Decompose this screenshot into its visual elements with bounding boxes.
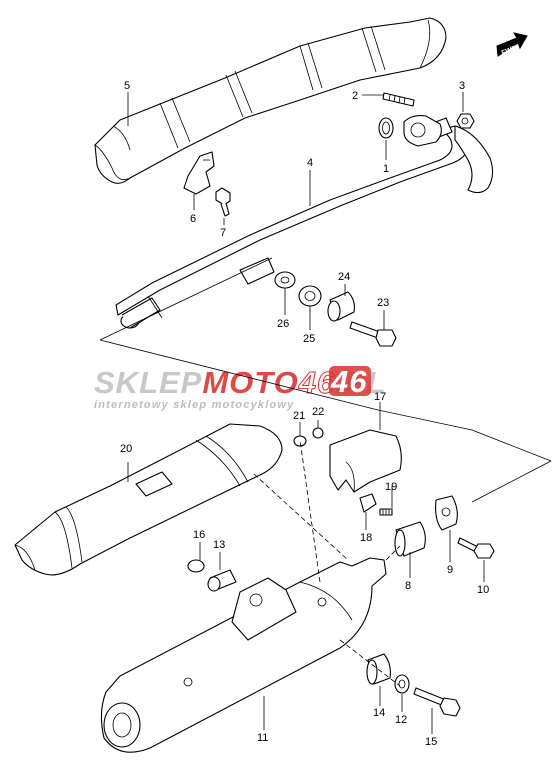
bolt-7 <box>215 187 231 217</box>
washer-21 <box>293 435 307 447</box>
forward-arrow-icon: FWD <box>496 32 528 57</box>
nut-3 <box>456 113 475 129</box>
callout-25: 25 <box>303 333 315 345</box>
callout-7: 7 <box>220 227 226 239</box>
watermark-tagline: internetowy sklep motocyklowy <box>94 399 294 411</box>
bolt-13 <box>207 569 237 592</box>
callout-23: 23 <box>377 297 389 309</box>
callout-9: 9 <box>447 564 453 576</box>
collar-24 <box>327 291 355 322</box>
gasket-1 <box>378 117 394 139</box>
callout-8: 8 <box>405 580 411 592</box>
grommet-14 <box>366 653 391 685</box>
callout-24: 24 <box>338 271 350 283</box>
callout-21: 21 <box>293 410 305 422</box>
flange-clamp <box>403 115 442 147</box>
callout-10: 10 <box>477 584 489 596</box>
washer-26 <box>274 271 296 289</box>
callout-12: 12 <box>395 714 407 726</box>
watermark-badge-number: 46 <box>330 364 367 399</box>
callout-15: 15 <box>425 736 437 748</box>
callout-20: 20 <box>120 443 132 455</box>
nut-22 <box>312 427 324 439</box>
leader-lines <box>127 92 485 734</box>
callout-22: 22 <box>312 406 324 418</box>
heat-shield-upper <box>94 17 447 184</box>
callout-3: 3 <box>459 80 465 92</box>
heat-shield-lower <box>14 423 283 576</box>
clamp-18 <box>359 493 377 513</box>
callout-1: 1 <box>383 163 389 175</box>
washer-12 <box>394 674 410 694</box>
screw-19 <box>379 508 393 516</box>
watermark-badge <box>329 366 371 396</box>
callout-16: 16 <box>193 529 205 541</box>
callout-26: 26 <box>277 318 289 330</box>
callout-18: 18 <box>360 532 372 544</box>
callout-17: 17 <box>374 391 386 403</box>
muffler-cover-17 <box>329 429 402 493</box>
grommet-25 <box>298 285 322 307</box>
bolt-23 <box>349 321 397 347</box>
watermark: SKLEPMOTO46.PL 46 internetowy sklep moto… <box>94 364 386 411</box>
grommet-16 <box>187 559 205 573</box>
callout-11: 11 <box>257 732 268 744</box>
callout-6: 6 <box>190 213 196 225</box>
clamp-9 <box>435 495 458 531</box>
callout-labels: 5 2 3 4 1 6 7 26 25 24 23 20 21 22 17 19… <box>120 80 489 748</box>
callout-13: 13 <box>213 539 225 551</box>
bolt-15 <box>413 687 461 717</box>
bracket-6 <box>183 151 215 195</box>
callout-14: 14 <box>373 707 385 719</box>
bolt-10 <box>457 537 495 559</box>
muffler-11 <box>100 557 387 753</box>
callout-5: 5 <box>124 80 130 92</box>
callout-2: 2 <box>352 90 358 102</box>
bushing-8 <box>394 521 426 557</box>
callout-4: 4 <box>307 157 313 169</box>
stud-bolt-2 <box>382 92 415 107</box>
callout-19: 19 <box>385 481 397 493</box>
